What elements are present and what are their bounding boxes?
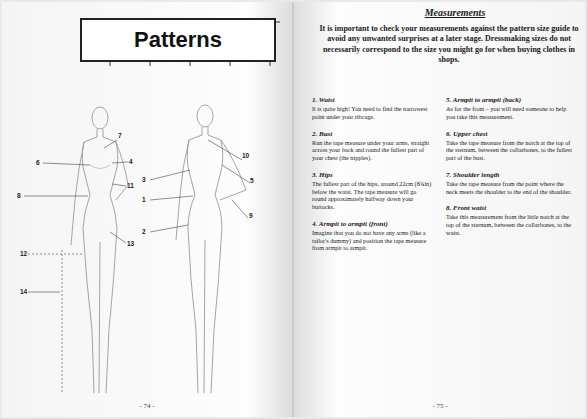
item-text: Take this measurement from the little no… bbox=[446, 213, 572, 236]
callout-number: 4 bbox=[128, 158, 134, 165]
item-heading: 4. Armpit to armpit (front) bbox=[312, 220, 432, 228]
intro-text: It is important to check your measuremen… bbox=[318, 24, 580, 66]
title-box: Patterns bbox=[80, 18, 276, 62]
item-heading: 8. Front waist bbox=[446, 204, 572, 212]
item-text: Take the tape measure from the notch at … bbox=[446, 139, 572, 162]
item-text: Imagine that you do not have any arms (l… bbox=[312, 229, 432, 252]
callout-number: 3 bbox=[141, 176, 147, 183]
callout-number: 7 bbox=[117, 132, 123, 139]
callout-number: 9 bbox=[248, 212, 254, 219]
title-text: Patterns bbox=[134, 27, 222, 53]
callout-number: 11 bbox=[126, 182, 135, 189]
back-figure bbox=[176, 105, 246, 393]
callout-number: 6 bbox=[35, 159, 41, 166]
item-text: The fullest part of the hips, around 22c… bbox=[312, 180, 432, 211]
callout-number: 13 bbox=[126, 240, 135, 247]
page-number: - 74 - bbox=[139, 402, 154, 410]
page-heading: Measurements bbox=[330, 7, 580, 18]
item-text: As for the front – you will need someone… bbox=[446, 105, 572, 121]
leader-lines bbox=[24, 140, 250, 393]
callout-number: 12 bbox=[19, 250, 28, 257]
item-heading: 3. Hips bbox=[312, 171, 432, 179]
callout-number: 14 bbox=[19, 288, 28, 295]
callout-number: 5 bbox=[249, 177, 255, 184]
front-figure bbox=[71, 107, 128, 393]
item-heading: 5. Armpit to armpit (back) bbox=[446, 96, 572, 104]
gutter bbox=[293, 2, 294, 417]
item-text: Take the tape measure from the point whe… bbox=[446, 180, 572, 196]
item-heading: 6. Upper chest bbox=[446, 130, 572, 138]
item-heading: 1. Waist bbox=[312, 96, 432, 104]
item-heading: 7. Shoulder length bbox=[446, 171, 572, 179]
page-number: - 75 - bbox=[432, 402, 447, 410]
item-heading: 2. Bust bbox=[312, 130, 432, 138]
callout-number: 1 bbox=[141, 196, 147, 203]
callout-number: 10 bbox=[241, 152, 250, 159]
item-text: Run the tape measure under your arms, st… bbox=[312, 139, 432, 162]
item-text: It is quite high! You need to find the n… bbox=[312, 105, 432, 121]
right-page bbox=[293, 2, 585, 417]
callout-number: 2 bbox=[141, 228, 147, 235]
left-page bbox=[2, 2, 293, 417]
callout-number: 8 bbox=[16, 192, 22, 199]
